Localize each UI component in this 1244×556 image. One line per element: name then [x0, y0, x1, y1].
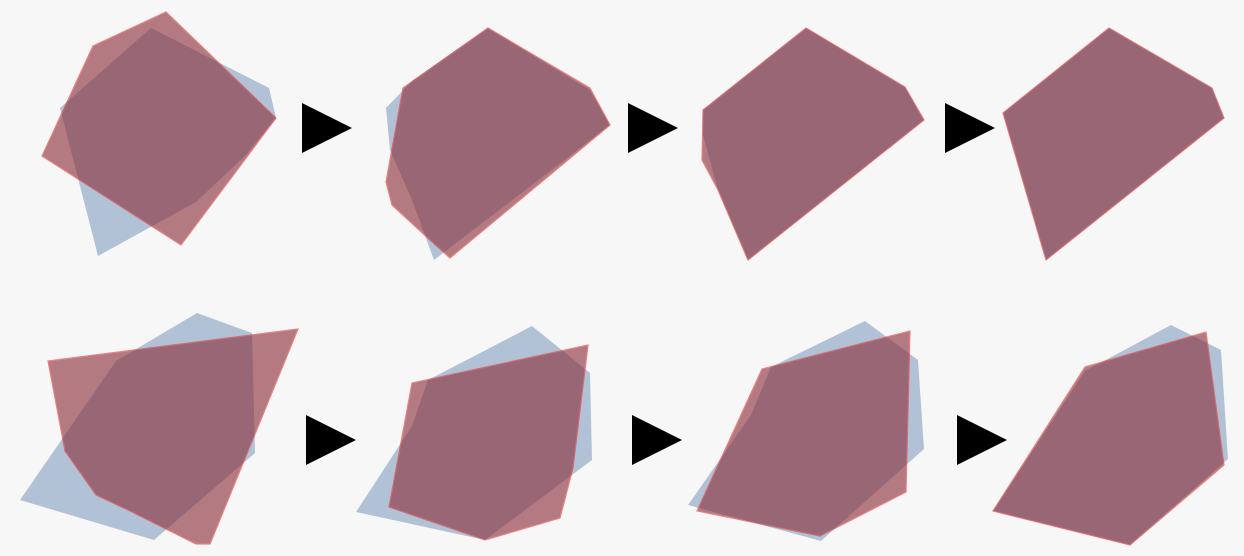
source-polygon	[41, 11, 277, 246]
row-2-step-3	[688, 321, 924, 541]
row-1-step-4	[1002, 27, 1225, 262]
row-2	[20, 313, 1228, 546]
source-polygon	[701, 27, 925, 261]
row-1-step-3	[701, 27, 925, 261]
arrows	[302, 103, 1007, 465]
source-polygon	[385, 27, 611, 259]
row-2-step-1	[20, 313, 299, 545]
row-2-step-4	[992, 325, 1228, 546]
row-1-step-2	[385, 27, 611, 260]
source-polygon	[388, 344, 589, 541]
source-polygon	[992, 331, 1225, 546]
row-1	[41, 11, 1225, 262]
row-2-step-2	[356, 326, 592, 541]
source-polygon	[1002, 27, 1225, 262]
row-1-step-1	[41, 11, 277, 256]
source-polygon	[47, 328, 299, 545]
source-polygon	[696, 330, 911, 537]
